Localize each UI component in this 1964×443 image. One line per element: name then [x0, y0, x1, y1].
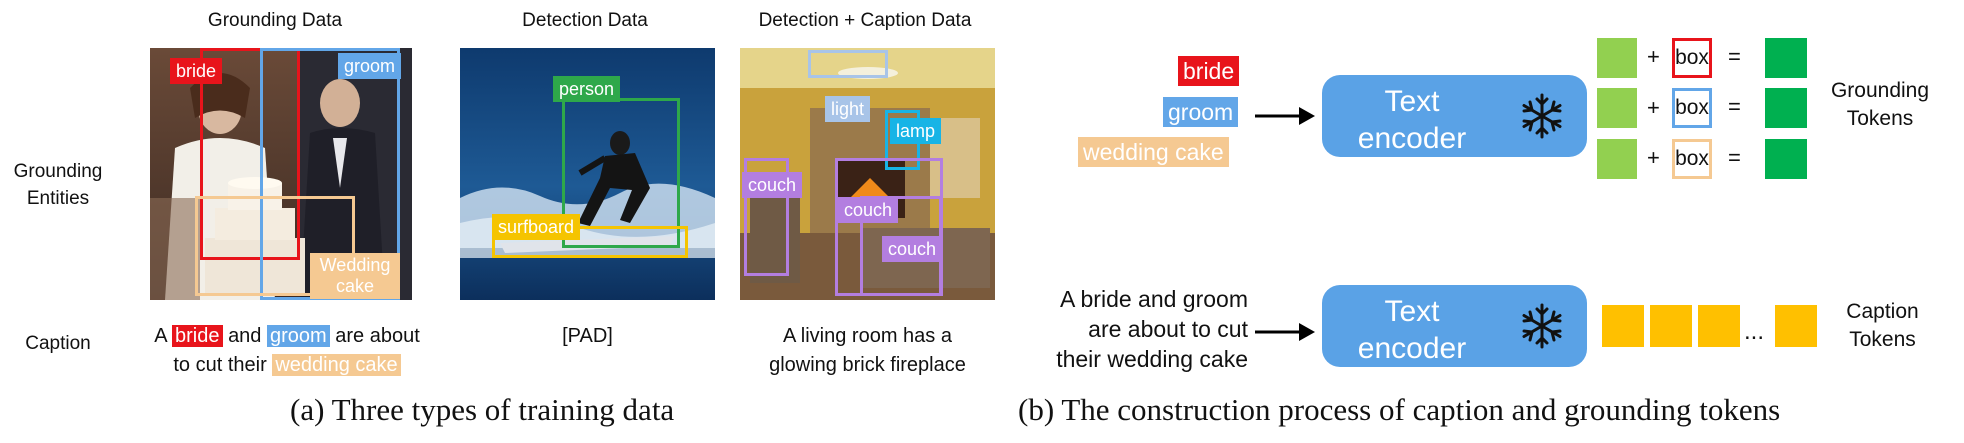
- encoder-label-line2-caption: encoder: [1357, 332, 1467, 365]
- wedding-cake-label-text: Wedding cake: [319, 255, 391, 296]
- entity-wedding-cake: wedding cake: [1078, 137, 1229, 167]
- caption-token-1: [1602, 305, 1644, 347]
- caption-input-line3: their wedding cake: [1056, 346, 1248, 372]
- equals-sign-1: =: [1728, 44, 1741, 69]
- caption-token-last: [1775, 305, 1817, 347]
- grounding-tokens-label: Grounding Tokens: [1830, 79, 1930, 130]
- grounding-token-2: [1765, 88, 1807, 128]
- couch-box-left: [744, 158, 789, 276]
- light-box: [808, 50, 888, 78]
- figure-caption-b: (b) The construction process of caption …: [1018, 392, 1781, 427]
- encoder-label-line1-caption: Text: [1384, 295, 1440, 328]
- bride-box: [200, 48, 300, 260]
- person-label: person: [553, 76, 621, 102]
- caption-input-line1: A bride and groom: [1060, 286, 1248, 312]
- header-detection-data: Detection Data: [522, 10, 648, 31]
- caption-wedding-cake-highlight: wedding cake: [272, 354, 401, 376]
- plus-sign-1: +: [1647, 44, 1660, 69]
- couch-label-left: couch: [742, 172, 803, 198]
- figure-caption-a: (a) Three types of training data: [290, 392, 675, 427]
- couch-label-middle: couch: [838, 197, 899, 223]
- plus-sign-3: +: [1647, 145, 1660, 170]
- arrow-entities-to-encoder: [1255, 107, 1315, 125]
- equals-sign-2: =: [1728, 94, 1741, 119]
- surfboard-label: surfboard: [492, 214, 581, 240]
- text-encoder-caption: Text encoder: [1322, 285, 1587, 367]
- grounding-token-3: [1765, 139, 1807, 179]
- wedding-cake-box: [195, 196, 355, 296]
- caption-tokens-label: Caption Tokens: [1846, 300, 1919, 351]
- text-feature-token-2: [1597, 88, 1637, 128]
- detcap-caption-line1: A living room has a: [783, 325, 952, 347]
- encoder-label-grounding: Text encoder: [1322, 83, 1502, 157]
- surfing-photo: person surfboard: [460, 48, 715, 300]
- detection-caption: [PAD]: [562, 325, 613, 347]
- detcap-caption-line2: glowing brick fireplace: [769, 354, 966, 376]
- text-feature-token-1: [1597, 38, 1637, 78]
- detcap-caption: A living room has a glowing brick firepl…: [735, 322, 1000, 380]
- caption-token-ellipsis: ...: [1744, 318, 1765, 345]
- box-token-1: box: [1672, 38, 1712, 78]
- caption-text-are-about: are about: [335, 325, 420, 347]
- caption-token-2: [1650, 305, 1692, 347]
- caption-input-line2: are about to cut: [1088, 316, 1248, 342]
- surfboard-box: [492, 226, 688, 258]
- row-label-grounding-entities: Grounding Entities: [13, 161, 103, 209]
- entity-bride: bride: [1178, 56, 1240, 86]
- entity-groom: groom: [1163, 97, 1239, 127]
- couch-label-right: couch: [882, 236, 943, 262]
- box-token-2: box: [1672, 88, 1712, 128]
- wedding-photo: bride groom Wedding cake: [150, 48, 412, 300]
- text-feature-token-3: [1597, 139, 1637, 179]
- groom-label: groom: [338, 53, 402, 79]
- arrow-caption-to-encoder: [1255, 323, 1315, 341]
- person-box: [562, 98, 680, 248]
- caption-token-3: [1698, 305, 1740, 347]
- text-encoder-grounding: Text encoder: [1322, 75, 1587, 157]
- caption-text-and: and: [228, 325, 262, 347]
- grounding-token-1: [1765, 38, 1807, 78]
- living-room-photo: light lamp couch couch couch: [740, 48, 995, 300]
- row-label-caption: Caption: [25, 333, 91, 354]
- plus-sign-2: +: [1647, 95, 1660, 120]
- equals-sign-3: =: [1728, 145, 1741, 170]
- caption-bride-highlight: bride: [172, 325, 223, 347]
- caption-text-to-cut-their: to cut their: [173, 354, 267, 376]
- header-detection-caption-data: Detection + Caption Data: [758, 10, 972, 31]
- light-label: light: [825, 96, 871, 122]
- grounding-caption: A bride and groom are about to cut their…: [142, 322, 432, 380]
- caption-groom-highlight: groom: [267, 325, 330, 347]
- snowflake-icon: [1522, 93, 1562, 139]
- encoder-label-line1: Text: [1384, 85, 1440, 118]
- wedding-cake-label: Wedding cake: [310, 253, 400, 299]
- header-grounding-data: Grounding Data: [207, 10, 343, 31]
- bride-label: bride: [170, 58, 223, 84]
- box-token-3: box: [1672, 139, 1712, 179]
- lamp-label: lamp: [890, 118, 942, 144]
- caption-input-text: A bride and groom are about to cut their…: [1020, 284, 1248, 374]
- caption-text-a: A: [154, 325, 167, 347]
- snowflake-icon-caption: [1522, 303, 1562, 349]
- encoder-label-caption: Text encoder: [1322, 293, 1502, 367]
- encoder-label-line2: encoder: [1357, 122, 1467, 155]
